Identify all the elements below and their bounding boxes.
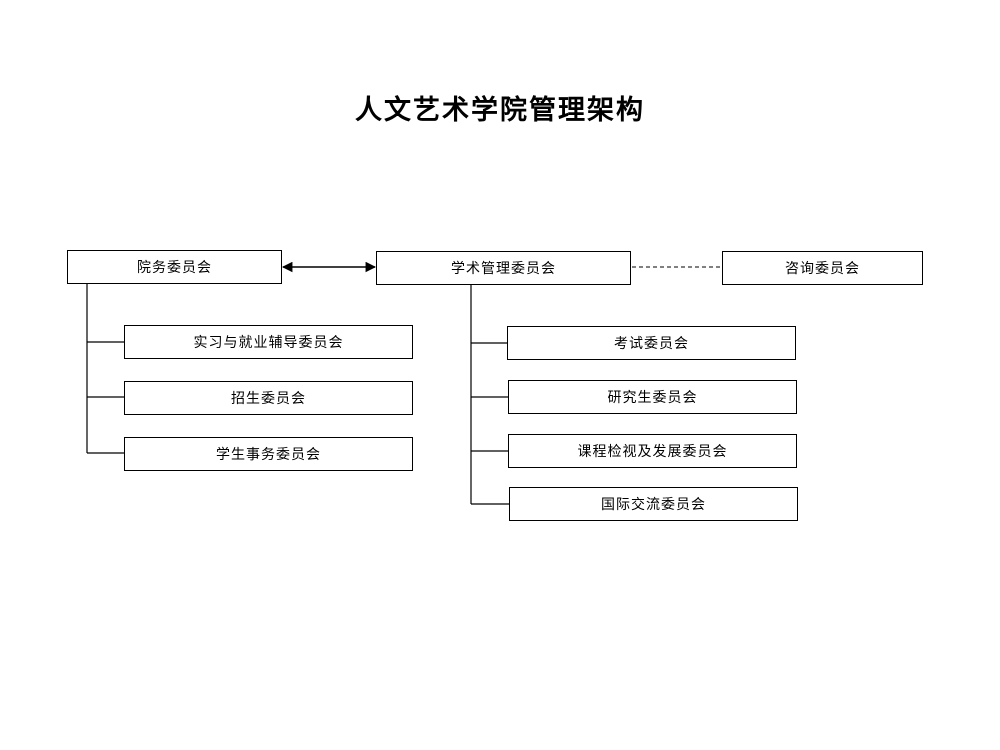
node-admissions: 招生委员会 — [124, 381, 413, 415]
node-international-exchange: 国际交流委员会 — [509, 487, 798, 521]
node-college-affairs: 院务委员会 — [67, 250, 282, 284]
node-postgraduate: 研究生委员会 — [508, 380, 797, 414]
node-student-affairs: 学生事务委员会 — [124, 437, 413, 471]
node-academic-management: 学术管理委员会 — [376, 251, 631, 285]
node-advisory: 咨询委员会 — [722, 251, 923, 285]
node-examination: 考试委员会 — [507, 326, 796, 360]
node-internship-employment: 实习与就业辅导委员会 — [124, 325, 413, 359]
page-title: 人文艺术学院管理架构 — [355, 95, 645, 126]
node-curriculum-review: 课程检视及发展委员会 — [508, 434, 797, 468]
